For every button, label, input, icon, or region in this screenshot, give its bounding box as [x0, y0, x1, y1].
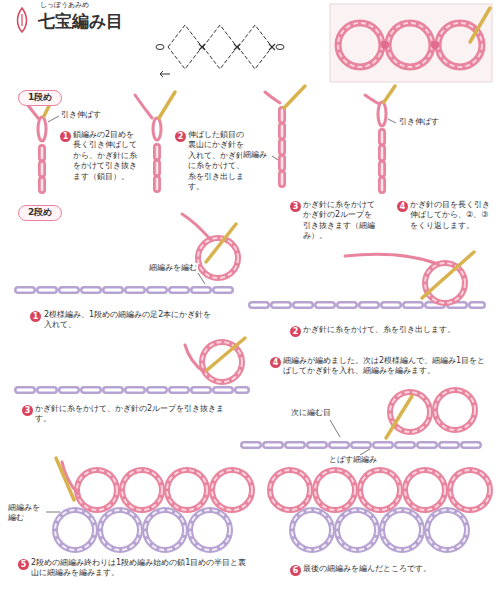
callout-label: 細編みを編む: [8, 503, 44, 524]
sample-photo: [330, 4, 492, 82]
step-illustration: [20, 92, 59, 195]
stitch-chart: [156, 25, 284, 77]
step-illustration: [270, 470, 490, 550]
step-text: かぎ針に糸をかけて、糸を引き出します。: [303, 325, 478, 335]
step-number: 2: [290, 326, 301, 337]
callout-label: 引き伸ばす: [60, 110, 102, 120]
step-text: 最後の細編みを編んだところです。: [303, 564, 488, 574]
step-number: 5: [18, 559, 29, 570]
step-text: かぎ針に糸をかけてかぎ針の2ループを引き抜きます（細編み）。: [303, 200, 375, 242]
callout-label: 細編みを編む: [148, 263, 198, 273]
step-illustration: [252, 252, 482, 305]
step-number: 6: [290, 565, 301, 576]
step-number: 2: [175, 131, 186, 142]
step-illustration: [18, 214, 238, 290]
step-illustration: [135, 92, 175, 195]
step-text: 鎖編みの2目めを長く引き伸ばしてから、かぎ針に糸をかけて引き抜きます（鎖目）。: [73, 130, 138, 182]
step-number: 1: [30, 311, 41, 322]
callout-label: 次に編む目: [290, 408, 332, 418]
step-illustration: [46, 458, 252, 550]
step-illustration: [365, 86, 396, 190]
step-text: 2段めの細編み終わりは1段め編み始めの鎖1目めの半目と裏山に細編みを編みます。: [31, 558, 253, 579]
ruby-text: しっぽうあみめ: [40, 2, 89, 9]
section-box: 1段め: [18, 90, 62, 106]
step-number: 4: [270, 357, 281, 368]
step-text: 2模様編み、1段めの細編みの足2本にかぎ針を入れて、: [44, 310, 214, 331]
step-number: 1: [60, 131, 71, 142]
step-text: 細編みが編めました。次は2模様編んで、細編み1目をとばしてかぎ針を入れ、細編みを…: [283, 356, 488, 377]
title: 七宝編み目: [38, 12, 123, 31]
section-box: 2段め: [18, 205, 62, 221]
title-icon: [18, 8, 27, 32]
step-text: かぎ針に糸をかけて、かぎ針の2ループを引き抜きます。: [35, 404, 240, 425]
step-number: 4: [397, 201, 408, 212]
callout-label: とばす細編み: [328, 455, 378, 465]
step-illustration: [244, 390, 484, 455]
title-icon: [21, 14, 22, 26]
section-label: 2段め: [28, 207, 52, 217]
step-illustration: [18, 338, 246, 390]
step-text: かぎ針の目を長く引き伸ばしてから、②、③をくり返します。: [410, 200, 490, 231]
section-label: 1段め: [28, 92, 52, 102]
step-number: 3: [22, 405, 33, 416]
callout-label: 引き伸ばす: [398, 117, 440, 127]
step-text: 伸ばした鎖目の裏山にかぎ針を入れて、かぎ針に糸をかけて、糸を引き出します。: [188, 130, 250, 192]
step-number: 3: [290, 201, 301, 212]
callout-label: 細編み: [242, 150, 268, 160]
step-illustration: [265, 86, 305, 190]
